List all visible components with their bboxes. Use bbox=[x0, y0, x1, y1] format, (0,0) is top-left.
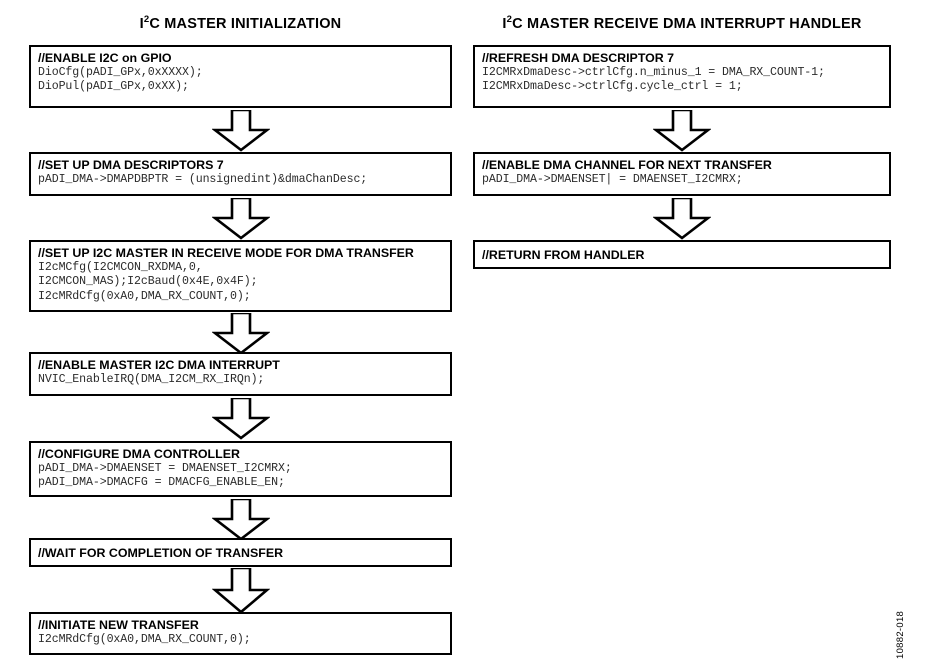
title-superscript: 2 bbox=[506, 14, 513, 26]
process-box: //SET UP DMA DESCRIPTORS 7 pADI_DMA->DMA… bbox=[29, 152, 452, 196]
box-header: //ENABLE MASTER I2C DMA INTERRUPT bbox=[38, 358, 280, 372]
title-text-post: C MASTER INITIALIZATION bbox=[149, 16, 342, 32]
flow-arrow-down bbox=[212, 398, 270, 440]
box-header: //ENABLE I2C on GPIO bbox=[38, 51, 172, 65]
process-box: //REFRESH DMA DESCRIPTOR 7 I2CMRxDmaDesc… bbox=[473, 45, 891, 108]
process-box: //ENABLE MASTER I2C DMA INTERRUPT NVIC_E… bbox=[29, 352, 452, 396]
flow-arrow-down bbox=[653, 110, 711, 152]
flow-arrow-down bbox=[212, 568, 270, 614]
flow-arrow-down bbox=[212, 198, 270, 240]
box-header: //RETURN FROM HANDLER bbox=[482, 248, 645, 262]
title-superscript: 2 bbox=[143, 14, 150, 26]
box-code: pADI_DMA->DMAENSET = DMAENSET_I2CMRX; pA… bbox=[38, 462, 292, 490]
flow-arrow-down bbox=[653, 198, 711, 240]
box-code: pADI_DMA->DMAENSET| = DMAENSET_I2CMRX; bbox=[482, 173, 743, 186]
box-header: //REFRESH DMA DESCRIPTOR 7 bbox=[482, 51, 675, 65]
box-header: //SET UP DMA DESCRIPTORS 7 bbox=[38, 158, 224, 172]
process-box: //SET UP I2C MASTER IN RECEIVE MODE FOR … bbox=[29, 240, 452, 312]
flow-arrow-down bbox=[212, 110, 270, 152]
box-code: pADI_DMA->DMAPDBPTR = (unsignedint)&dmaC… bbox=[38, 173, 368, 186]
title-text-pre: I bbox=[502, 16, 507, 32]
box-code: NVIC_EnableIRQ(DMA_I2CM_RX_IRQn); bbox=[38, 373, 265, 386]
box-header: //SET UP I2C MASTER IN RECEIVE MODE FOR … bbox=[38, 246, 414, 260]
box-code: I2cMCfg(I2CMCON_RXDMA,0, I2CMCON_MAS);I2… bbox=[38, 261, 258, 303]
box-header: //ENABLE DMA CHANNEL FOR NEXT TRANSFER bbox=[482, 158, 772, 172]
document-id-label: 10882-018 bbox=[895, 610, 906, 659]
flow-arrow-down bbox=[212, 499, 270, 541]
box-code: DioCfg(pADI_GPx,0xXXXX); DioPul(pADI_GPx… bbox=[38, 66, 203, 94]
title-text-pre: I bbox=[139, 16, 144, 32]
process-box: //RETURN FROM HANDLER bbox=[473, 240, 891, 269]
box-code: I2CMRxDmaDesc->ctrlCfg.n_minus_1 = DMA_R… bbox=[482, 66, 825, 94]
process-box: //CONFIGURE DMA CONTROLLER pADI_DMA->DMA… bbox=[29, 441, 452, 497]
box-header: //INITIATE NEW TRANSFER bbox=[38, 618, 199, 632]
process-box: //WAIT FOR COMPLETION OF TRANSFER bbox=[29, 538, 452, 567]
process-box: //INITIATE NEW TRANSFER I2cMRdCfg(0xA0,D… bbox=[29, 612, 452, 655]
box-header: //CONFIGURE DMA CONTROLLER bbox=[38, 447, 240, 461]
title-text-post: C MASTER RECEIVE DMA INTERRUPT HANDLER bbox=[512, 16, 862, 32]
box-header: //WAIT FOR COMPLETION OF TRANSFER bbox=[38, 546, 284, 560]
process-box: //ENABLE I2C on GPIO DioCfg(pADI_GPx,0xX… bbox=[29, 45, 452, 108]
box-code: I2cMRdCfg(0xA0,DMA_RX_COUNT,0); bbox=[38, 633, 251, 646]
process-box: //ENABLE DMA CHANNEL FOR NEXT TRANSFER p… bbox=[473, 152, 891, 196]
column-title-left: I2C MASTER INITIALIZATION bbox=[29, 14, 452, 32]
flow-arrow-down bbox=[212, 313, 270, 355]
column-title-right: I2C MASTER RECEIVE DMA INTERRUPT HANDLER bbox=[473, 14, 891, 32]
